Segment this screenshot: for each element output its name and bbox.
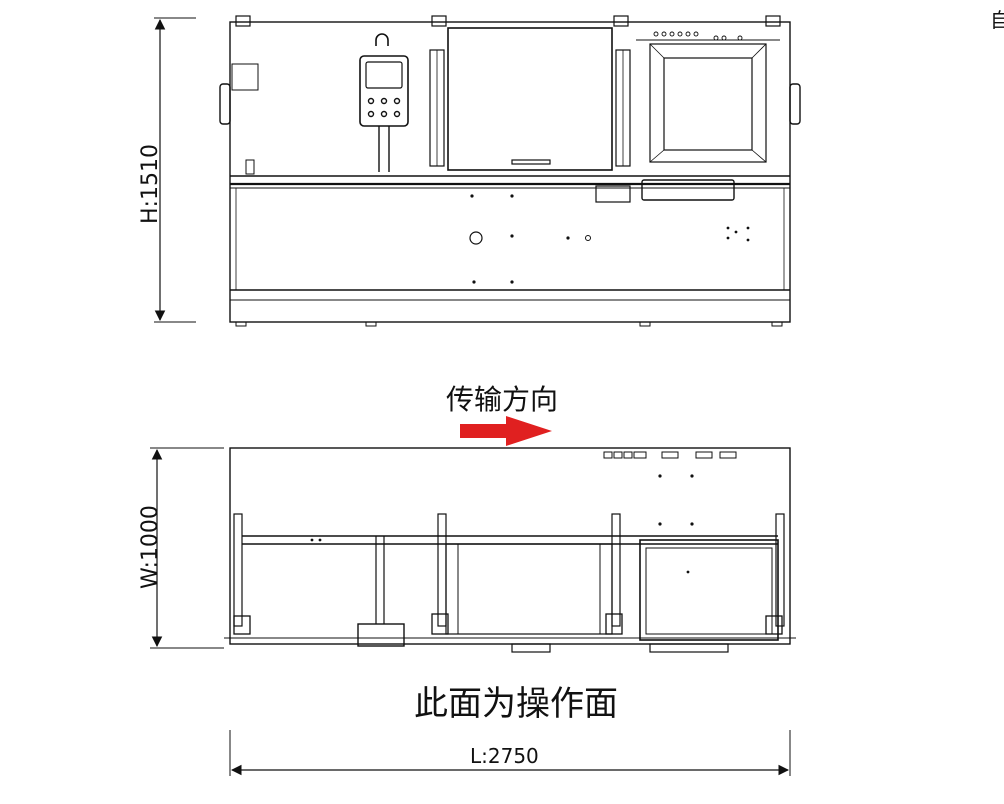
transport-direction-arrow	[460, 416, 552, 446]
width-dimension-line	[150, 447, 224, 649]
height-dimension-line	[154, 17, 196, 323]
right-mechanism	[636, 39, 780, 163]
center-cover	[447, 27, 613, 171]
front-view	[154, 15, 801, 327]
top-view	[150, 447, 796, 653]
frame-outline	[229, 21, 791, 323]
length-dimension-line	[229, 730, 791, 776]
operation-side-label: 此面为操作面	[414, 684, 618, 724]
frame-top-outline	[229, 447, 791, 645]
height-dimension-label: H:1510	[138, 144, 163, 224]
length-dimension-label: L:2750	[470, 744, 539, 768]
transport-direction-label: 传输方向	[446, 383, 559, 416]
control-panel	[359, 33, 409, 172]
corner-text-fragment: 自	[990, 8, 1004, 32]
width-dimension-label: W:1000	[138, 505, 163, 589]
